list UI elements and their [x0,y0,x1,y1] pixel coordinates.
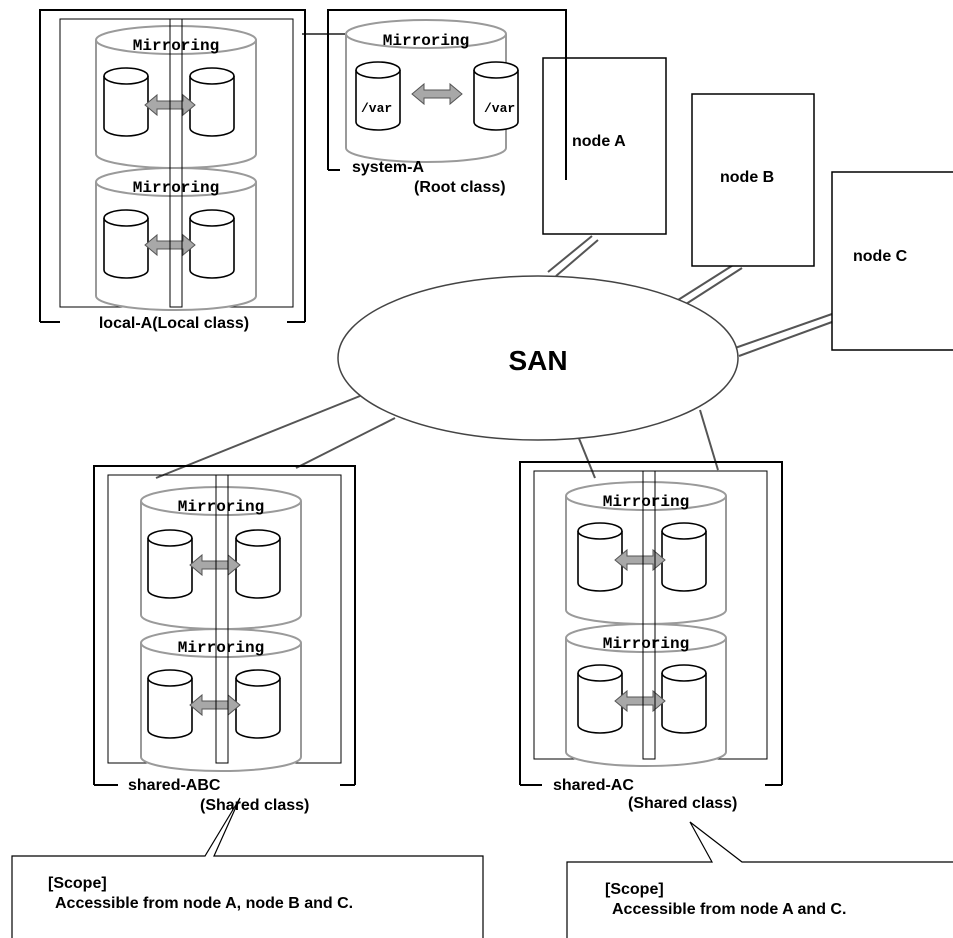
san-label: SAN [508,345,567,376]
local-mirror-1: Mirroring [95,25,257,169]
scope-title: [Scope] [48,875,107,892]
root-disk-left: /var [355,61,401,131]
system-name-label: system-A [352,159,424,176]
local-mirror-2: Mirroring [95,167,257,311]
root-class: /var /var Mirroring system-A (Root class… [327,9,567,196]
san-links [155,33,833,479]
ac-mirror-1: Mirroring [565,481,727,625]
scope-text: Accessible from node A, node B and C. [55,895,353,912]
shared-abc-name-label: shared-ABC [128,777,221,794]
shared-ac-name-label: shared-AC [553,777,634,794]
local-class-label: local-A(Local class) [99,315,249,332]
shared-ac-class: Mirroring Mirroring shared-AC (Shared cl… [519,461,783,812]
root-disk-right: /var [473,61,519,131]
san-cloud [337,275,739,441]
node-c-label: node C [853,248,908,265]
scope-callout-left: [Scope] Accessible from node A, node B a… [11,797,484,938]
scope-title: [Scope] [605,881,664,898]
mirroring-label: Mirroring [133,179,219,197]
node-c: node C [831,171,953,351]
mirroring-label: Mirroring [178,498,264,516]
abc-mirror-1: Mirroring [140,486,302,630]
system-class-label: (Root class) [414,179,506,196]
ac-mirror-2: Mirroring [565,623,727,767]
node-b-label: node B [720,169,774,186]
mirroring-label: Mirroring [178,639,264,657]
scope-text: Accessible from node A and C. [612,901,846,918]
mirroring-label: Mirroring [603,493,689,511]
mirroring-label: Mirroring [133,37,219,55]
shared-abc-class: Mirroring Mirroring shared-ABC (Shared c… [93,465,356,814]
local-class: Mirroring Mirroring local-A(Local class) [39,9,306,332]
shared-abc-class-label: (Shared class) [200,797,309,814]
node-a: node A [542,57,667,235]
node-a-label: node A [572,133,626,150]
scope-callout-right: [Scope] Accessible from node A and C. [566,821,953,938]
mirroring-label: Mirroring [383,32,469,50]
mirroring-label: Mirroring [603,635,689,653]
abc-mirror-2: Mirroring [140,628,302,772]
shared-ac-class-label: (Shared class) [628,795,737,812]
var-label: /var [484,101,515,116]
var-label: /var [361,101,392,116]
node-b: node B [691,93,815,267]
